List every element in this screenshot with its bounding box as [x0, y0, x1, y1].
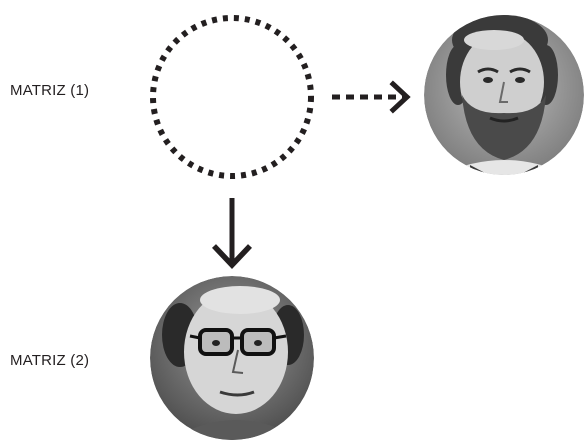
solid-arrow [212, 198, 252, 269]
dashed-arrow [332, 80, 411, 114]
portrait-bearded-man [424, 15, 584, 175]
empty-matrix-circle [150, 15, 314, 179]
matrix-2-label: MATRIZ (2) [10, 352, 90, 369]
portrait-glasses-man [150, 276, 314, 440]
matrix-1-label: MATRIZ (1) [10, 82, 90, 99]
